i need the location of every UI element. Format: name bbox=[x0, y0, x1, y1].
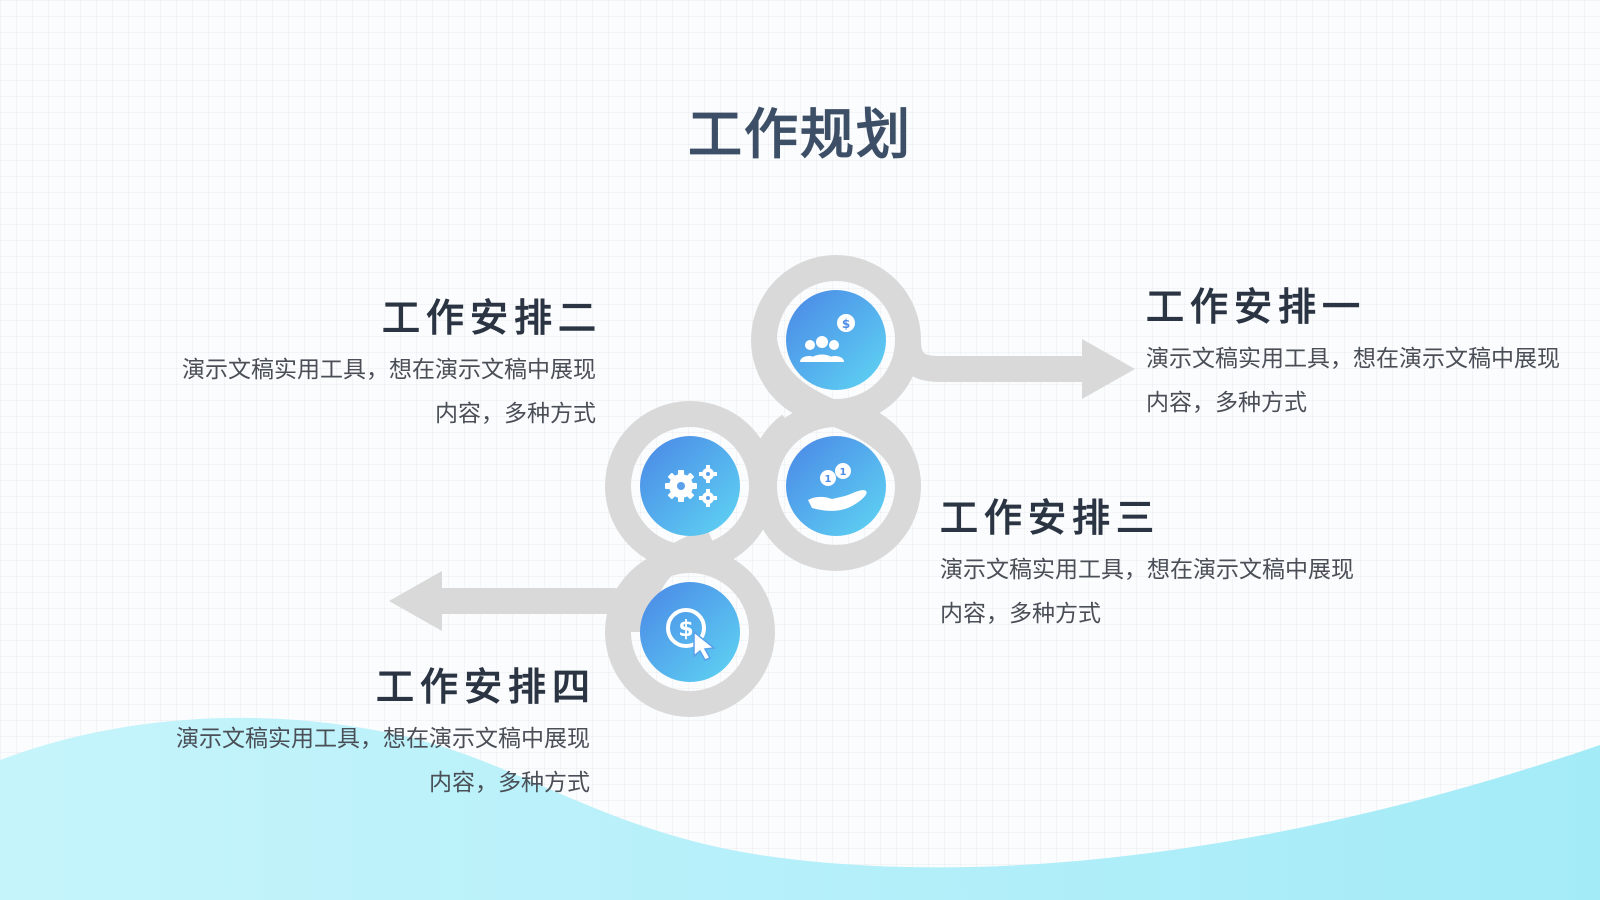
circle-top: $ bbox=[786, 290, 886, 390]
item-3-heading: 工作安排三 bbox=[940, 496, 1161, 540]
item-4-block: 工作安排四 演示文稿实用工具，想在演示文稿中展现内容，多种方式 bbox=[170, 663, 590, 805]
item-3-block: 工作安排三 演示文稿实用工具，想在演示文稿中展现内容，多种方式 bbox=[940, 494, 1360, 636]
left-arrow-head bbox=[389, 571, 442, 631]
item-3-desc: 演示文稿实用工具，想在演示文稿中展现内容，多种方式 bbox=[940, 557, 1354, 627]
right-arrow-head bbox=[1082, 339, 1135, 399]
item-1-block: 工作安排一 演示文稿实用工具，想在演示文稿中展现内容，多种方式 bbox=[1146, 283, 1566, 425]
item-2-desc: 演示文稿实用工具，想在演示文稿中展现内容，多种方式 bbox=[182, 357, 596, 427]
circle-bottom: $ bbox=[640, 582, 740, 682]
item-4-desc: 演示文稿实用工具，想在演示文稿中展现内容，多种方式 bbox=[176, 726, 590, 796]
dollar-click-icon: $ bbox=[666, 608, 716, 661]
item-2-block: 工作安排二 演示文稿实用工具，想在演示文稿中展现内容，多种方式 bbox=[176, 294, 596, 436]
circle-middle-left bbox=[640, 436, 740, 536]
page-title: 工作规划 bbox=[688, 103, 912, 166]
circle-middle-right: 1 1 bbox=[786, 436, 886, 536]
item-2-heading: 工作安排二 bbox=[381, 296, 602, 340]
item-1-desc: 演示文稿实用工具，想在演示文稿中展现内容，多种方式 bbox=[1146, 346, 1560, 416]
winding-path bbox=[430, 255, 1085, 717]
svg-text:$: $ bbox=[842, 317, 850, 331]
svg-text:1: 1 bbox=[825, 474, 832, 485]
hand-coins-icon: 1 1 bbox=[808, 463, 867, 511]
team-dollar-icon: $ bbox=[800, 314, 855, 362]
svg-text:$: $ bbox=[678, 617, 693, 642]
gears-icon bbox=[665, 465, 717, 507]
item-1-heading: 工作安排一 bbox=[1146, 285, 1367, 329]
item-4-heading: 工作安排四 bbox=[375, 665, 596, 709]
bottom-wave bbox=[0, 717, 1600, 900]
svg-text:1: 1 bbox=[840, 467, 847, 478]
